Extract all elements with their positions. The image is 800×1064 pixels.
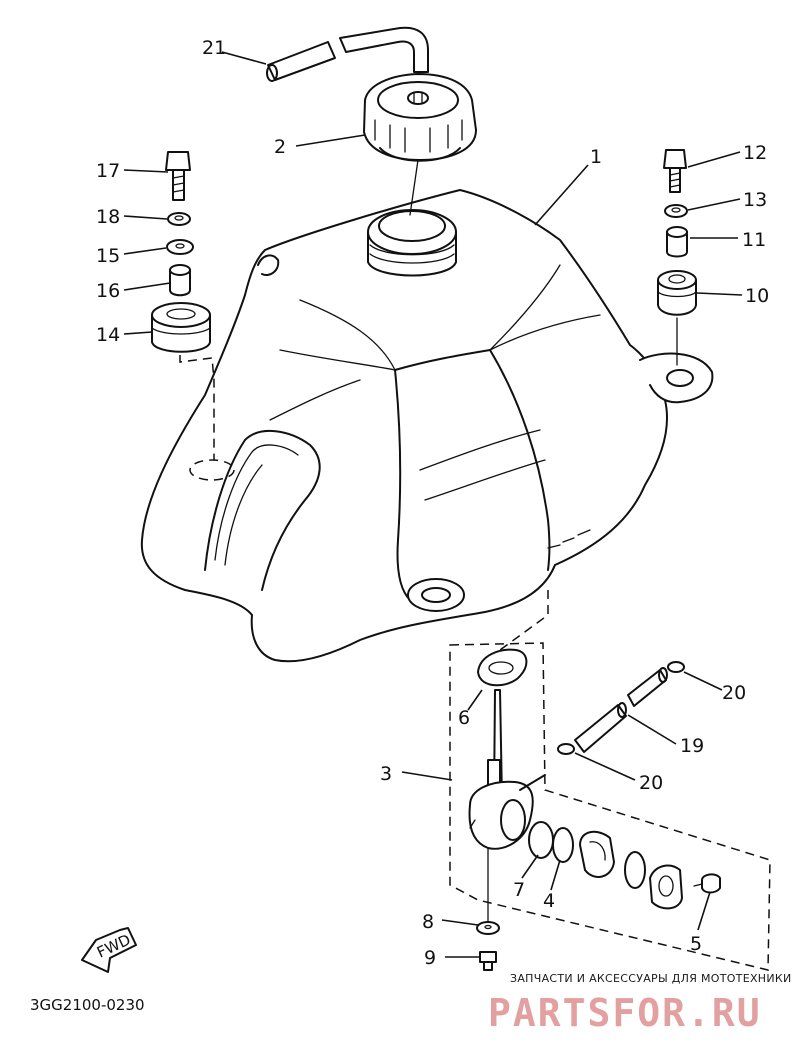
callout-17: 17: [96, 160, 120, 182]
washer-left-small: [167, 212, 191, 226]
plate-screw: [693, 873, 721, 894]
fuel-cock-assembly-outline: [449, 642, 771, 971]
callout-16: 16: [96, 280, 120, 302]
filter-disc: [528, 821, 554, 859]
callout-6: 6: [458, 707, 470, 729]
callout-10: 10: [745, 285, 769, 307]
bolt-left: [165, 151, 191, 201]
callout-11: 11: [742, 229, 766, 251]
washer-left: [166, 239, 194, 255]
collar-right: [666, 226, 688, 258]
watermark-brand: PARTSFOR.RU: [488, 991, 762, 1035]
leader-lines: [123, 51, 743, 958]
callout-3: 3: [380, 763, 392, 785]
damper-left: [151, 302, 211, 353]
outlet-guide-line: [499, 590, 549, 651]
callout-14: 14: [96, 324, 120, 346]
lever-plate: [649, 864, 683, 910]
callout-13: 13: [743, 189, 767, 211]
callout-20-lower: 20: [639, 772, 663, 794]
fwd-arrow-icon: FWD: [81, 927, 137, 973]
drawing-code: 3GG2100-0230: [30, 996, 145, 1014]
hose-clip-lower: [557, 743, 575, 755]
fuel-cock-body: [468, 689, 546, 850]
callout-18: 18: [96, 206, 120, 228]
fuel-hose-upper: [627, 667, 668, 707]
callout-1: 1: [590, 146, 602, 168]
watermark-caption: ЗАПЧАСТИ И АКСЕССУАРЫ ДЛЯ МОТОТЕХНИКИ: [510, 972, 792, 985]
o-ring: [552, 827, 574, 863]
callout-5: 5: [690, 933, 702, 955]
washer-right: [664, 204, 688, 218]
left-mount-guide: [179, 355, 215, 460]
fuel-tank: [140, 189, 714, 663]
collar-left: [169, 264, 191, 297]
callout-19: 19: [680, 735, 704, 757]
fuel-tank-cap: [363, 73, 477, 162]
drain-washer: [476, 921, 500, 935]
fuel-hose-lower: [574, 702, 627, 753]
callout-4: 4: [543, 890, 555, 912]
callout-12: 12: [743, 142, 767, 164]
fuel-cock-gasket: [477, 648, 528, 687]
callout-7: 7: [513, 879, 525, 901]
lever: [579, 830, 615, 878]
callout-8: 8: [422, 911, 434, 933]
cap-guide-line: [409, 159, 419, 216]
damper-right: [657, 270, 697, 316]
callout-9: 9: [424, 947, 436, 969]
callout-21: 21: [202, 37, 226, 59]
callout-15: 15: [96, 245, 120, 267]
wave-washer: [624, 851, 646, 889]
callout-20-upper: 20: [722, 682, 746, 704]
hose-clip-upper: [667, 661, 685, 673]
breather-hose: [266, 26, 429, 82]
drain-screw: [479, 951, 497, 971]
callout-2: 2: [274, 136, 286, 158]
bolt-right: [663, 149, 687, 193]
